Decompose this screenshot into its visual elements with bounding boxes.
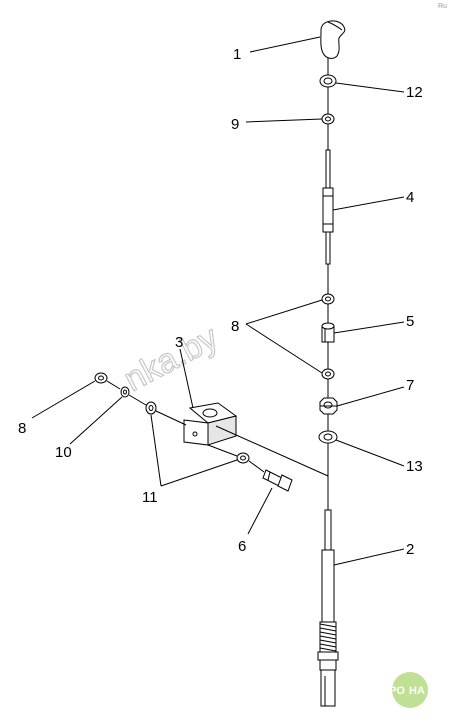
- callout-9: 9: [231, 116, 239, 133]
- agro-logo: АГРО НА: [375, 672, 428, 708]
- part-nut-8-lower: [321, 368, 335, 380]
- part-coupling-5: [321, 322, 335, 343]
- callout-4: 4: [406, 189, 414, 206]
- part-washer-10: [120, 386, 130, 398]
- callout-10: 10: [55, 444, 72, 461]
- logo-text-left: АГРО: [375, 685, 405, 697]
- spring: [319, 621, 337, 653]
- part-knob: [320, 20, 346, 59]
- callout-1: 1: [233, 46, 241, 63]
- part-nut-8-left: [94, 372, 108, 384]
- corner-mark: Ru: [438, 3, 447, 10]
- part-nut-9: [321, 113, 335, 125]
- part-bolt-6: [262, 469, 293, 492]
- callout-8-right: 8: [231, 318, 239, 335]
- callout-7: 7: [406, 377, 414, 394]
- callout-3: 3: [175, 334, 183, 351]
- part-rod-4: [322, 149, 334, 265]
- part-washer-12: [319, 74, 337, 88]
- part-washer-11-left: [145, 401, 157, 415]
- callout-12: 12: [406, 84, 423, 101]
- part-bracket-3: [183, 402, 238, 446]
- logo-circle: [392, 672, 428, 708]
- callout-5: 5: [406, 313, 414, 330]
- callout-11: 11: [142, 489, 158, 506]
- assembly-lines: [106, 380, 329, 477]
- leader-lines: [31, 36, 405, 566]
- watermark: nka.by: [117, 318, 225, 400]
- part-rod-2: [317, 509, 339, 707]
- callout-2: 2: [406, 541, 414, 558]
- logo-text-right: НА: [409, 685, 425, 697]
- part-nut-7: [319, 397, 338, 415]
- watermark-text: nka.by: [118, 318, 224, 399]
- callout-13: 13: [406, 458, 423, 475]
- callouts: 1 12 9 4 5 8 3 7 8 10 13 11 6 2: [18, 46, 423, 558]
- callout-8-left: 8: [18, 420, 26, 437]
- part-washer-13: [318, 430, 338, 444]
- part-nut-8-upper: [321, 293, 335, 305]
- callout-6: 6: [238, 538, 246, 555]
- part-washer-11-right: [236, 452, 250, 464]
